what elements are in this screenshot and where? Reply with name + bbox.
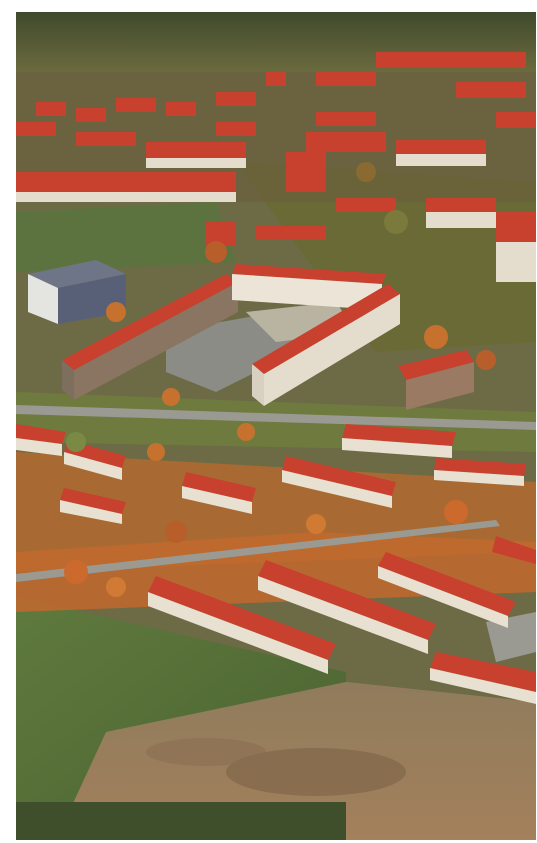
apartment-block-center — [232, 264, 386, 310]
apartment-block-left — [62, 274, 238, 400]
office-building-side — [28, 274, 58, 324]
office-building-top — [28, 260, 126, 288]
bottom-treeline — [16, 802, 346, 840]
field-shadow — [226, 748, 406, 796]
terraced-houses-lower — [148, 536, 536, 704]
right-road — [486, 612, 536, 662]
apartment-block-right — [252, 284, 400, 406]
apartment-block-far-right — [398, 350, 474, 410]
main-road — [16, 405, 536, 430]
autumn-trees — [64, 162, 496, 597]
aerial-photo-illustration — [16, 12, 536, 840]
upper-housing-cluster — [16, 52, 536, 282]
upper-lawn — [16, 202, 236, 272]
lower-road — [16, 520, 500, 582]
aerial-photo — [16, 12, 536, 840]
field-patch — [146, 738, 266, 766]
terraced-houses-middle — [16, 424, 526, 524]
